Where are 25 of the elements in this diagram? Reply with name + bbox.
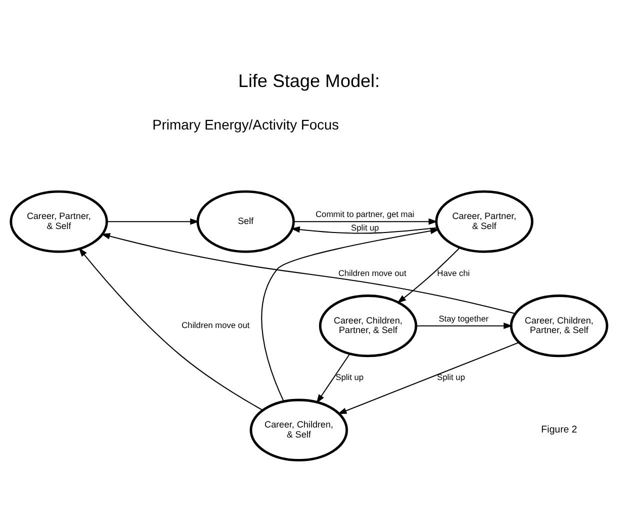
diagram-title: Life Stage Model: [238, 70, 380, 91]
edge-label: Split up [437, 372, 465, 382]
edge-label: Split up [351, 222, 379, 232]
edge-label: Children move out [182, 320, 250, 330]
label: Primary Energy/Activity Focus [152, 116, 339, 132]
node-ellipse: Career, Children, Partner, & Self [510, 294, 608, 357]
arrow [294, 218, 438, 224]
arrow [106, 218, 200, 224]
arrow [416, 322, 513, 329]
node-ellipse: Career, Partner, & Self [435, 190, 534, 252]
edge-label: Have chi [437, 267, 470, 278]
edge-label: Stay together [438, 312, 489, 323]
node-ellipse: Self [196, 190, 295, 252]
edge-label: Split up [336, 372, 364, 382]
edge-label: Commit to partner, get mai [316, 208, 414, 219]
edge-label: Children move out [338, 267, 406, 278]
arrow [78, 247, 263, 410]
node-ellipse: Career, Partner, & Self [10, 190, 108, 252]
arrow [290, 226, 438, 234]
arrow [397, 246, 460, 303]
arrow [338, 341, 520, 414]
arrow [100, 232, 516, 314]
caption: Figure 2 [541, 424, 578, 436]
arrow [316, 353, 350, 403]
arrow [261, 227, 440, 402]
